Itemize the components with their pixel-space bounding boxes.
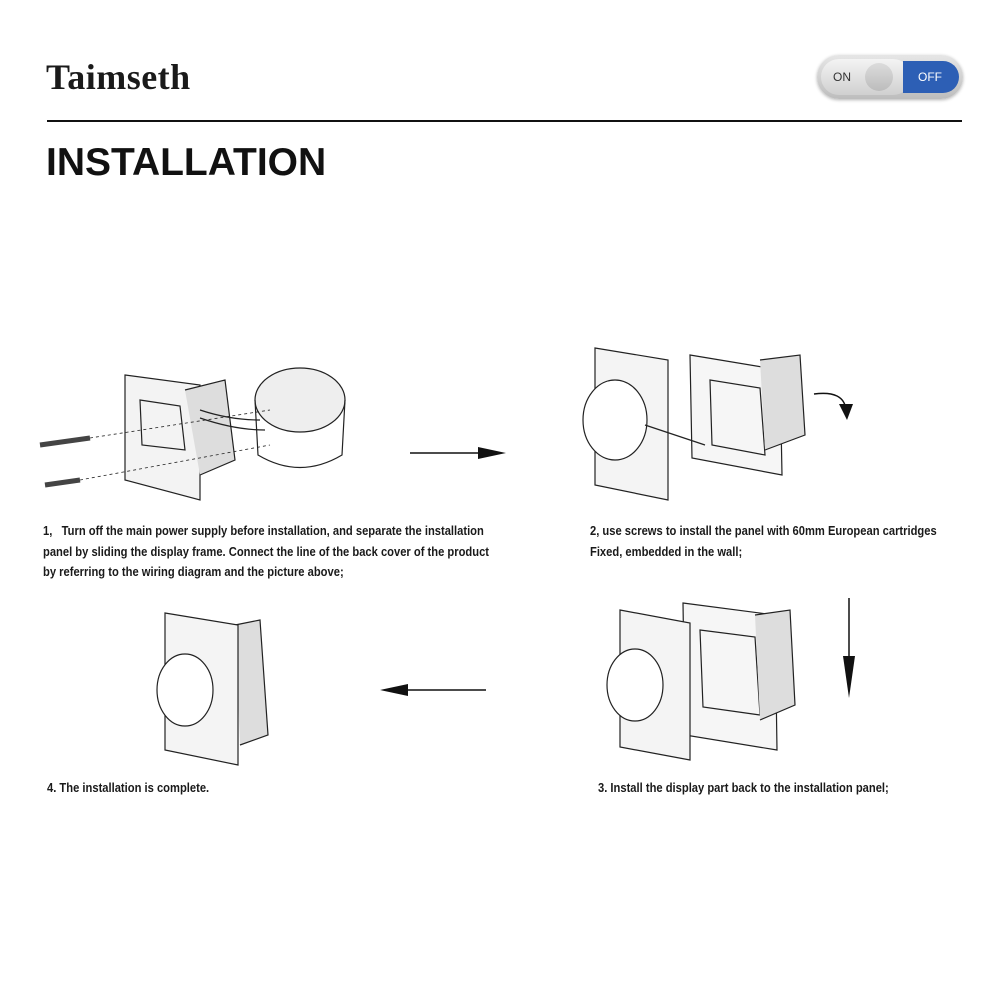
arrow-right-icon (410, 447, 506, 459)
step-2-line: 2, use screws to install the panel with … (590, 523, 937, 538)
step-2-text: 2, use screws to install the panel with … (590, 521, 937, 562)
curved-arrow-icon (813, 392, 853, 420)
step-1-line: panel by sliding the display frame. Conn… (43, 543, 490, 559)
step-3-line: 3. Install the display part back to the … (598, 780, 889, 795)
arrow-left-icon (380, 684, 486, 696)
toggle-off-label: OFF (918, 70, 942, 84)
step-4-line: 4. The installation is complete. (47, 780, 210, 795)
step2-illustration (582, 347, 806, 501)
header-divider (47, 120, 962, 122)
toggle-on-side: ON (821, 59, 911, 95)
on-off-toggle[interactable]: ON OFF (817, 55, 963, 99)
arrow-down-icon (843, 598, 855, 698)
step4-illustration (156, 612, 269, 766)
step-2-line: Fixed, embedded in the wall; (590, 543, 743, 559)
brand-logo: Taimseth (46, 57, 191, 97)
step-1-line: by referring to the wiring diagram and t… (43, 564, 344, 579)
step-1-text: 1, Turn off the main power supply before… (43, 521, 489, 583)
page-title: INSTALLATION (46, 141, 327, 184)
step-1-line: 1, Turn off the main power supply before… (43, 523, 484, 538)
step-3-text: 3. Install the display part back to the … (598, 778, 889, 799)
toggle-off-side: OFF (903, 61, 959, 93)
step1-illustration (39, 367, 346, 501)
step-4-text: 4. The installation is complete. (47, 778, 209, 799)
toggle-on-label: ON (833, 70, 851, 84)
step3-illustration (606, 602, 796, 761)
toggle-knob[interactable] (865, 63, 893, 91)
